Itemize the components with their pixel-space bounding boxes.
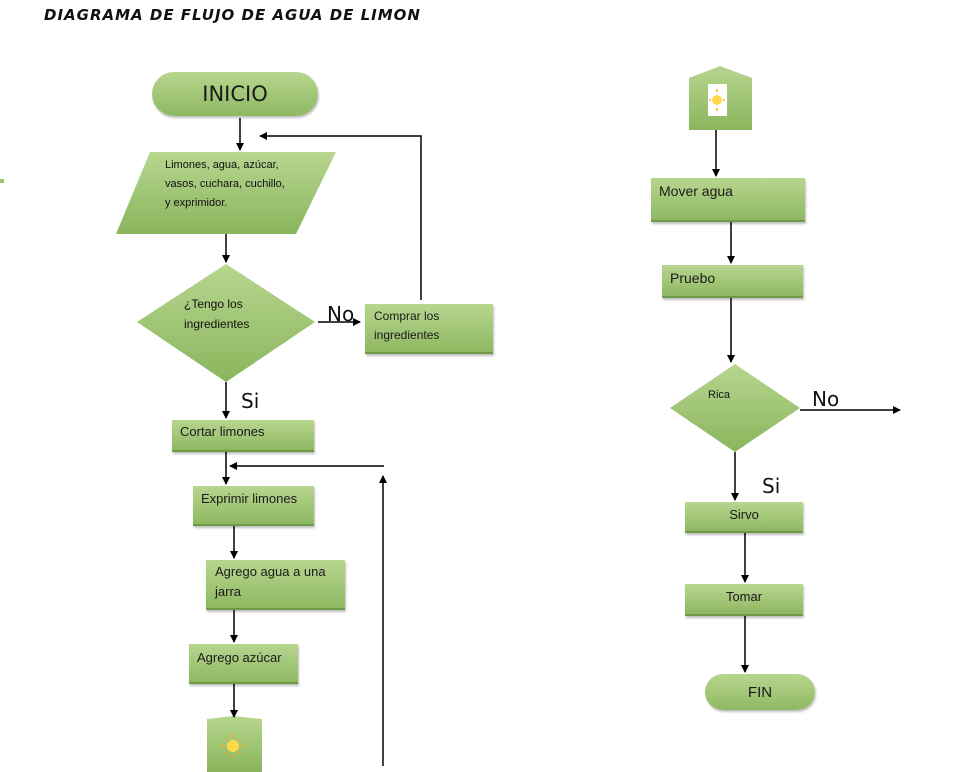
- taste-box: Pruebo: [662, 265, 803, 298]
- taste-label: Pruebo: [670, 270, 716, 286]
- start-terminal: INICIO: [152, 72, 318, 116]
- squeeze-lemons-box: Exprimir limones: [193, 486, 314, 526]
- buy-ingredients-label: Comprar los ingredientes: [374, 309, 440, 342]
- squeeze-lemons-label: Exprimir limones: [201, 491, 298, 506]
- decision-label-right: Rica: [708, 389, 731, 401]
- cut-lemons-label: Cortar limones: [180, 424, 265, 439]
- yes-label-left: Si: [241, 389, 260, 413]
- yes-label-right: Si: [762, 474, 781, 498]
- diagram-title: DIAGRAMA DE FLUJO DE AGUA DE LIMON: [44, 6, 421, 24]
- stir-water-box: Mover agua: [651, 178, 805, 222]
- end-label: FIN: [747, 683, 773, 701]
- input-label: Limones, agua, azúcar, vasos, cuchara, c…: [165, 159, 285, 209]
- edge-mark: [0, 179, 4, 183]
- end-terminal: FIN: [705, 674, 815, 710]
- buy-ingredients-box: Comprar los ingredientes: [365, 304, 493, 354]
- add-water-label: Agrego agua a una jarra: [215, 564, 326, 599]
- input-parallelogram: [116, 152, 336, 234]
- arrow-buy-loop-back: [259, 132, 422, 300]
- cut-lemons-box: Cortar limones: [172, 420, 314, 452]
- drink-box: Tomar: [685, 584, 803, 616]
- serve-label: Sirvo: [729, 507, 759, 522]
- sun-icon: [708, 84, 727, 116]
- drink-label: Tomar: [725, 589, 763, 604]
- no-label-right: No: [812, 387, 840, 411]
- start-label: INICIO: [202, 81, 268, 106]
- decision-diamond-right: [670, 364, 800, 452]
- sun-icon: [221, 734, 245, 758]
- no-label-left: No: [327, 302, 355, 326]
- decision-label-left: ¿Tengo los ingredientes: [184, 297, 250, 331]
- decision-diamond-left: [137, 264, 315, 382]
- add-water-box: Agrego agua a una jarra: [206, 560, 345, 610]
- serve-box: Sirvo: [685, 502, 803, 533]
- add-sugar-label: Agrego azúcar: [197, 650, 282, 665]
- add-sugar-box: Agrego azúcar: [189, 644, 298, 684]
- stir-water-label: Mover agua: [659, 183, 733, 199]
